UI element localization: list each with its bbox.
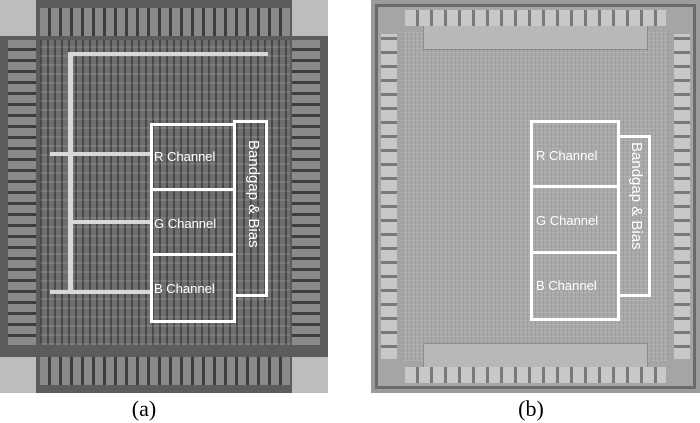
layout-image-panel-a: R Channel G Channel B Channel Bandgap & …	[0, 0, 328, 393]
pad-ring-right	[674, 34, 690, 359]
corner-cell	[0, 0, 36, 36]
corner-cell	[292, 0, 328, 36]
pad-ring-top	[40, 8, 290, 36]
die-photo-panel-b: R Channel G Channel B Channel Bandgap & …	[371, 0, 700, 393]
routing-trace	[50, 152, 150, 156]
pad-ring-bottom	[40, 357, 290, 385]
pad-ring-left	[381, 34, 397, 359]
bandgap-bias-label: Bandgap & Bias	[245, 140, 262, 248]
pad-ring-left	[8, 40, 36, 345]
die-core	[403, 32, 668, 361]
b-channel-label: B Channel	[154, 281, 215, 296]
bandgap-bias-box	[617, 135, 651, 297]
routing-trace	[68, 224, 73, 294]
g-channel-label: G Channel	[536, 213, 599, 228]
pad-ring-bottom	[405, 367, 666, 383]
b-channel-label: B Channel	[536, 278, 597, 293]
routing-trace	[68, 52, 73, 152]
routing-trace	[68, 52, 268, 56]
layout-core	[40, 40, 290, 345]
r-channel-label: R Channel	[154, 149, 216, 164]
bandgap-bias-box	[233, 120, 268, 297]
routing-trace	[68, 220, 150, 224]
corner-cell	[292, 357, 328, 393]
routing-trace	[68, 152, 73, 222]
pad-ring-right	[292, 40, 320, 345]
bandgap-bias-label: Bandgap & Bias	[628, 142, 645, 250]
r-channel-label: R Channel	[536, 148, 598, 163]
g-channel-label: G Channel	[154, 216, 217, 231]
pad-ring-top	[405, 10, 666, 26]
caption-b: (b)	[518, 396, 544, 421]
caption-a: (a)	[131, 396, 157, 421]
routing-trace	[50, 290, 150, 294]
corner-cell	[0, 357, 36, 393]
